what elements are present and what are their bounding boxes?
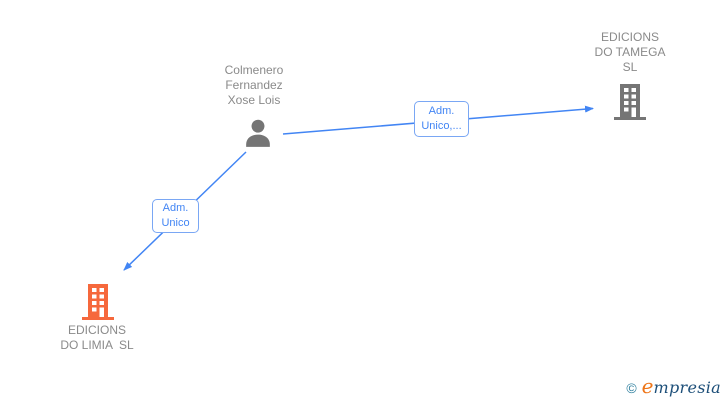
- empresia-logo-text: mpresia: [653, 378, 721, 397]
- copyright-icon: ©: [626, 380, 637, 396]
- edge-label-line: Adm.: [162, 202, 189, 214]
- person-name-line: Fernandez: [225, 78, 283, 92]
- company-limia-name: EDICIONS DO LIMIA SL: [37, 323, 157, 353]
- company-name-line: DO TAMEGA: [594, 45, 666, 59]
- edge-label-person-to-tamega[interactable]: Adm. Unico,...: [414, 101, 469, 137]
- person-name: Colmenero Fernandez Xose Lois: [194, 63, 314, 108]
- person-name-line: Xose Lois: [227, 93, 281, 107]
- node-company-tamega[interactable]: EDICIONS DO TAMEGA SL: [570, 30, 690, 122]
- person-icon: [240, 116, 276, 157]
- person-name-line: Colmenero: [224, 63, 284, 77]
- company-name-line: EDICIONS: [600, 30, 659, 44]
- node-company-limia[interactable]: EDICIONS DO LIMIA SL: [37, 283, 157, 355]
- empresia-logo-initial: e: [641, 374, 654, 398]
- company-tamega-name: EDICIONS DO TAMEGA SL: [570, 30, 690, 75]
- node-person[interactable]: Colmenero Fernandez Xose Lois: [194, 63, 314, 153]
- building-icon: [81, 283, 115, 325]
- edge-label-person-to-limia[interactable]: Adm. Unico: [152, 199, 199, 233]
- edge-label-line: Adm.: [428, 105, 455, 117]
- edge-label-line: Unico: [161, 217, 190, 229]
- company-name-line: EDICIONS: [67, 323, 126, 337]
- company-name-line: SL: [622, 60, 638, 74]
- building-icon: [613, 83, 647, 125]
- company-name-line: DO LIMIA SL: [60, 338, 134, 352]
- edge-label-line: Unico,...: [421, 120, 462, 132]
